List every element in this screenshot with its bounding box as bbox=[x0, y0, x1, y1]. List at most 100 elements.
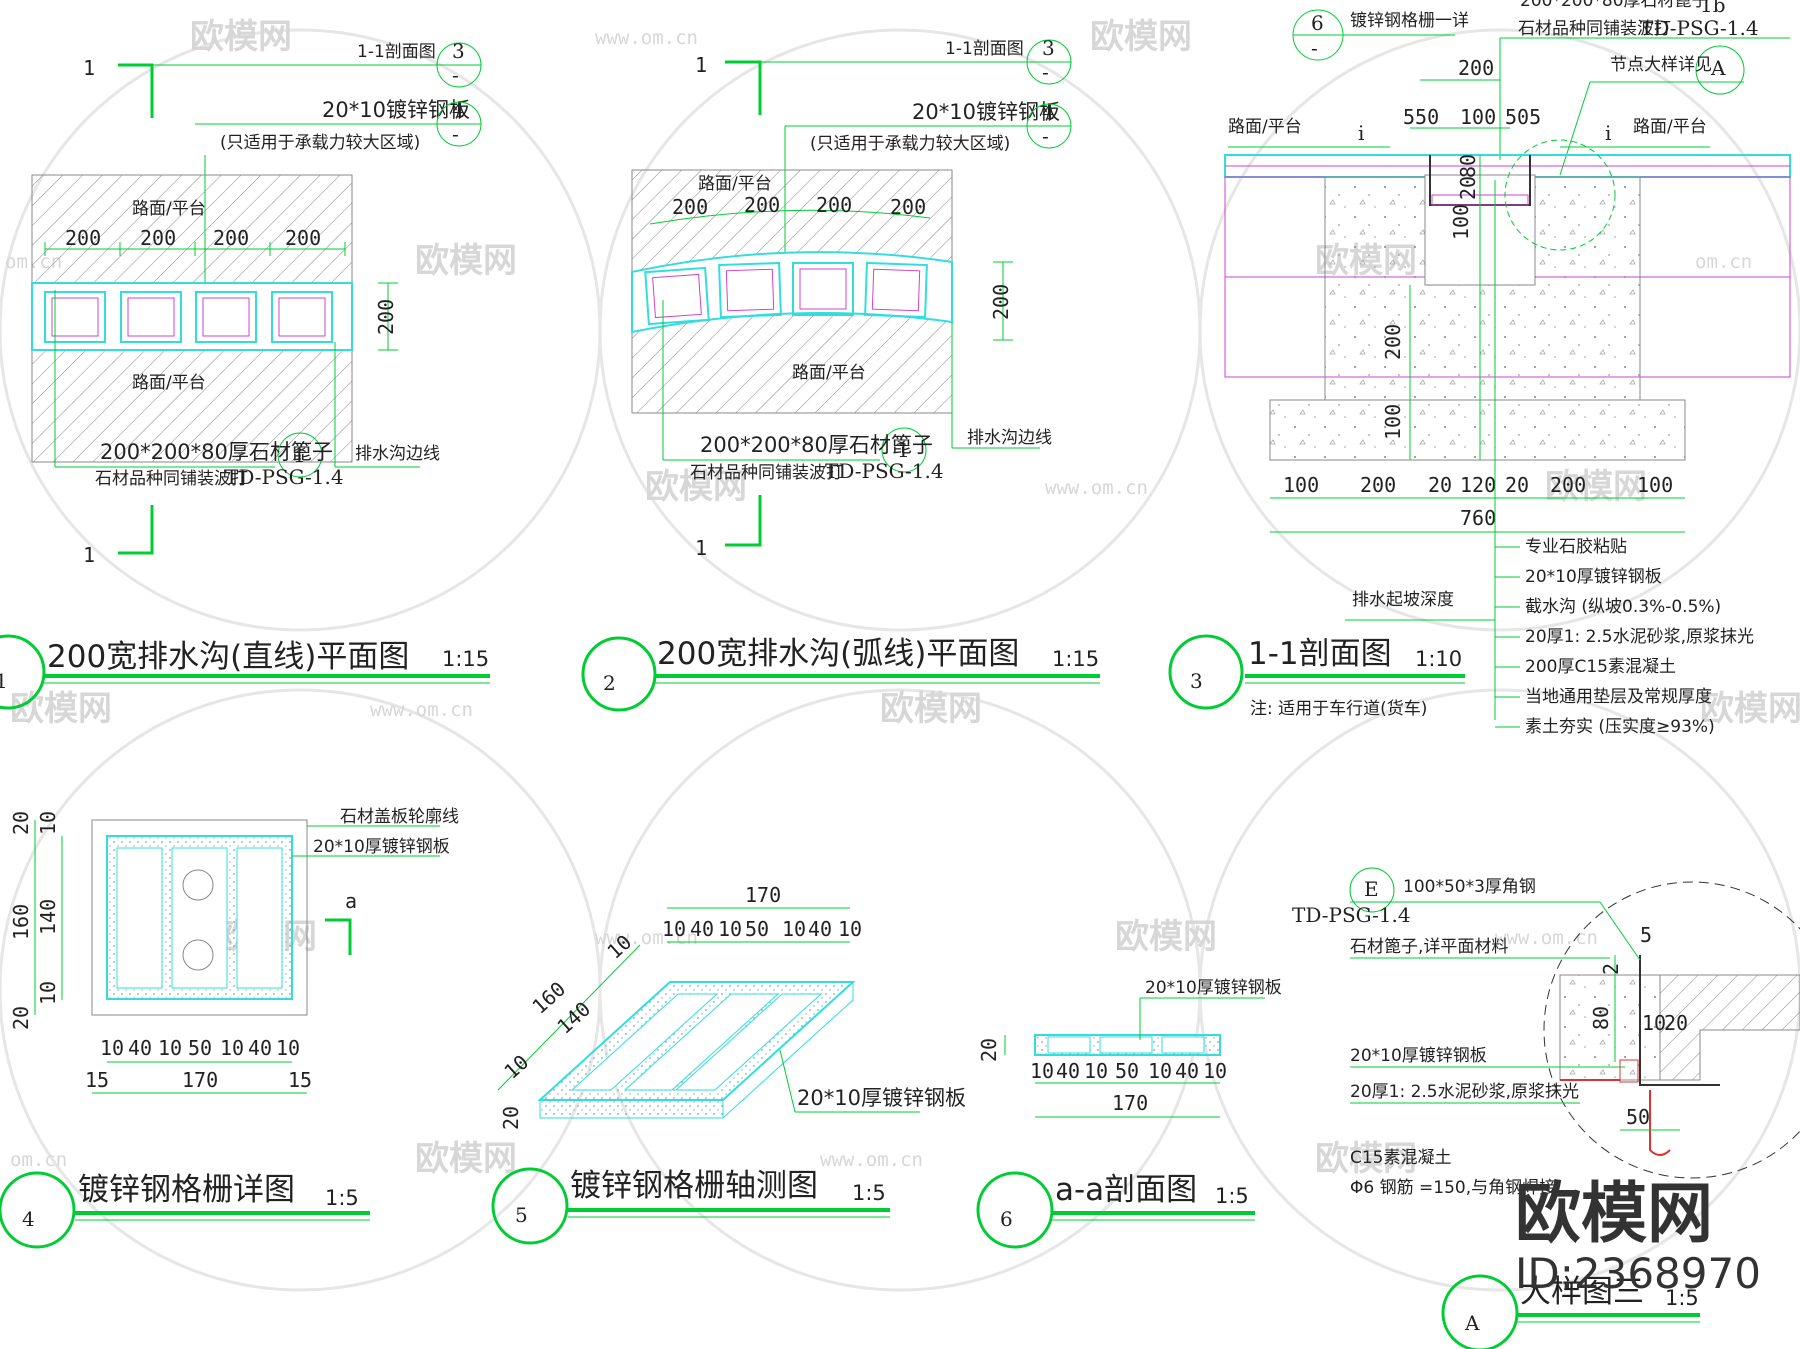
slope-label: i bbox=[1358, 121, 1364, 145]
grate-ref: TD-PSG-1.4 bbox=[1640, 16, 1759, 40]
ref-note: (只适用于承载力较大区域) bbox=[810, 134, 1010, 154]
v-dim-label: 140 bbox=[36, 899, 60, 935]
ref-plate-label: 20*10镀锌钢板 bbox=[322, 98, 470, 122]
surface-right-label: 路面/平台 bbox=[1633, 117, 1707, 137]
watermark-brand: 欧模网 bbox=[1700, 689, 1800, 729]
layer-label: 200厚C15素混凝土 bbox=[1525, 657, 1676, 677]
brand-mark: 欧模网 ID:2368970 bbox=[1515, 1175, 1761, 1298]
detail-dim-label: 50 bbox=[1626, 1105, 1650, 1129]
detail-dim-label: 5 bbox=[1640, 923, 1652, 947]
h-dim-label: 10 bbox=[220, 1036, 244, 1060]
h-dim-label: 50 bbox=[188, 1036, 212, 1060]
side-dim-label: 20 bbox=[499, 1106, 523, 1130]
width-dim-label: 200 bbox=[374, 299, 398, 335]
top-dim-label: 10 bbox=[718, 917, 742, 941]
drawing-scale: 1:15 bbox=[1052, 647, 1099, 671]
v-dim-label: 20 bbox=[1456, 176, 1480, 200]
layer-callouts: 专业石胶粘贴 20*10厚镀锌钢板 截水沟 (纵坡0.3%-0.5%) 20厚1… bbox=[1495, 537, 1754, 737]
top-dim-label: 40 bbox=[808, 917, 832, 941]
dim-label: 10 bbox=[1203, 1059, 1227, 1083]
grate-units bbox=[644, 261, 928, 326]
watermark-brand: 欧模网 bbox=[190, 17, 292, 57]
mortar-label: 20厚1: 2.5水泥砂浆,原浆抹光 bbox=[1350, 1082, 1579, 1102]
surface-top-label: 路面/平台 bbox=[132, 199, 206, 219]
grate-units bbox=[44, 291, 333, 343]
total-dim-label: 170 bbox=[1112, 1091, 1148, 1115]
svg-text:-: - bbox=[1311, 36, 1318, 60]
watermark-brand: 欧模网 bbox=[880, 689, 982, 729]
bottom-dim-label: 200 bbox=[1360, 473, 1396, 497]
watermark-url: www.om.cn bbox=[820, 1149, 923, 1171]
top-dim-label: 10 bbox=[782, 917, 806, 941]
depth-dim-label: 100 bbox=[1381, 404, 1405, 440]
dim-label: 200 bbox=[285, 226, 321, 250]
ref-section-number: 3 bbox=[1042, 36, 1055, 60]
dim-label: 200 bbox=[65, 226, 101, 250]
rebar-label: Φ6 钢筋 =150,与角钢焊接 bbox=[1350, 1178, 1556, 1198]
dim-label: 200 bbox=[890, 195, 926, 219]
ref-plate-number: 4 bbox=[452, 98, 465, 122]
watermark-brand: 欧模网 bbox=[10, 689, 112, 729]
drawing-title: 镀锌钢格栅轴测图 bbox=[570, 1168, 818, 1204]
top-dim-label: 10 bbox=[838, 917, 862, 941]
drawing-scale: 1:5 bbox=[1665, 1286, 1699, 1310]
top-dim-label: 505 bbox=[1505, 105, 1541, 129]
detail-ref-label: 镀锌钢格栅一详 bbox=[1350, 11, 1469, 31]
watermark-brand: 欧模网 bbox=[1115, 917, 1217, 957]
watermark-brand: 欧模网 bbox=[1545, 467, 1647, 507]
dim-label: 200 bbox=[744, 193, 780, 217]
drawing-title: 镀锌钢格栅详图 bbox=[78, 1172, 295, 1208]
ref-plate-number: 4 bbox=[1042, 100, 1055, 124]
drawing-title: 1-1剖面图 bbox=[1248, 636, 1392, 672]
section-mark-label: 1 bbox=[83, 543, 95, 567]
width-dim-label: 200 bbox=[989, 284, 1013, 320]
outline-label: 石材盖板轮廓线 bbox=[340, 807, 459, 827]
ref-section-label: 1-1剖面图 bbox=[945, 39, 1024, 59]
drawing-title: 200宽排水沟(直线)平面图 bbox=[47, 639, 409, 675]
depth-dim-label: 200 bbox=[1381, 324, 1405, 360]
v-dim-label: 20 bbox=[9, 1006, 33, 1030]
surface-bottom-label: 路面/平台 bbox=[792, 363, 866, 383]
grate-ref-number: 1 bbox=[293, 443, 306, 467]
title-number: 5 bbox=[515, 1203, 528, 1227]
total-dim-label: 15 bbox=[288, 1068, 312, 1092]
depth-label: 排水起坡深度 bbox=[1352, 590, 1454, 610]
title-number: 6 bbox=[1000, 1207, 1013, 1231]
dim-label: 200 bbox=[213, 226, 249, 250]
h-dim-label: 10 bbox=[100, 1036, 124, 1060]
bottom-dim-label: 120 bbox=[1460, 473, 1496, 497]
drawing-scale: 1:5 bbox=[852, 1181, 886, 1205]
drawing-scale: 1:15 bbox=[442, 647, 489, 671]
title-number: 3 bbox=[1190, 669, 1203, 693]
v-dim-label: 10 bbox=[36, 811, 60, 835]
section-note: 注: 适用于车行道(货车) bbox=[1250, 699, 1427, 719]
watermark-brand: 欧模网 bbox=[645, 467, 747, 507]
watermark-brand: 欧模网 bbox=[1315, 1139, 1417, 1179]
detail-ref-number: 6 bbox=[1311, 11, 1324, 35]
surface-bottom-label: 路面/平台 bbox=[132, 373, 206, 393]
dim-label: 200 bbox=[672, 195, 708, 219]
layer-label: 专业石胶粘贴 bbox=[1525, 537, 1627, 557]
drawing-title: a-a剖面图 bbox=[1055, 1172, 1197, 1208]
layer-label: 当地通用垫层及常规厚度 bbox=[1525, 687, 1712, 707]
top-dim-label: 50 bbox=[745, 917, 769, 941]
drawing-2-curved-plan: 1 1 1-1剖面图 3 - 20*10镀锌钢板 4 - (只适用于承载力较大区… bbox=[581, 36, 1100, 712]
title-number: A bbox=[1464, 1311, 1480, 1335]
brand-id: ID:2368970 bbox=[1515, 1249, 1761, 1298]
grate-top-label: 200*200*80厚石材篦子 bbox=[1520, 0, 1709, 11]
angle-label: 100*50*3厚角钢 bbox=[1403, 877, 1536, 897]
section-cut-mark bbox=[118, 505, 154, 555]
drawing-6-aa-section: 20*10厚镀锌钢板 20 10 40 10 50 10 40 10 170 6… bbox=[976, 978, 1282, 1249]
top-dim-label: 550 bbox=[1403, 105, 1439, 129]
section-mark-label: 1 bbox=[83, 56, 95, 80]
bottom-dim-label: 100 bbox=[1283, 473, 1319, 497]
bottom-dim-label: 20 bbox=[1428, 473, 1452, 497]
grate-note: 石材品种同铺装波打 bbox=[690, 463, 843, 483]
watermark-url: www.om.cn bbox=[1495, 927, 1598, 949]
top-dim-label: 10 bbox=[662, 917, 686, 941]
grate-label: 200*200*80厚石材篦子 bbox=[700, 433, 933, 457]
detail-dim-label: 20 bbox=[1664, 1011, 1688, 1035]
title-number: 2 bbox=[603, 671, 616, 695]
drawing-title: 大样图三 bbox=[1520, 1274, 1644, 1310]
h-dim-label: 40 bbox=[128, 1036, 152, 1060]
